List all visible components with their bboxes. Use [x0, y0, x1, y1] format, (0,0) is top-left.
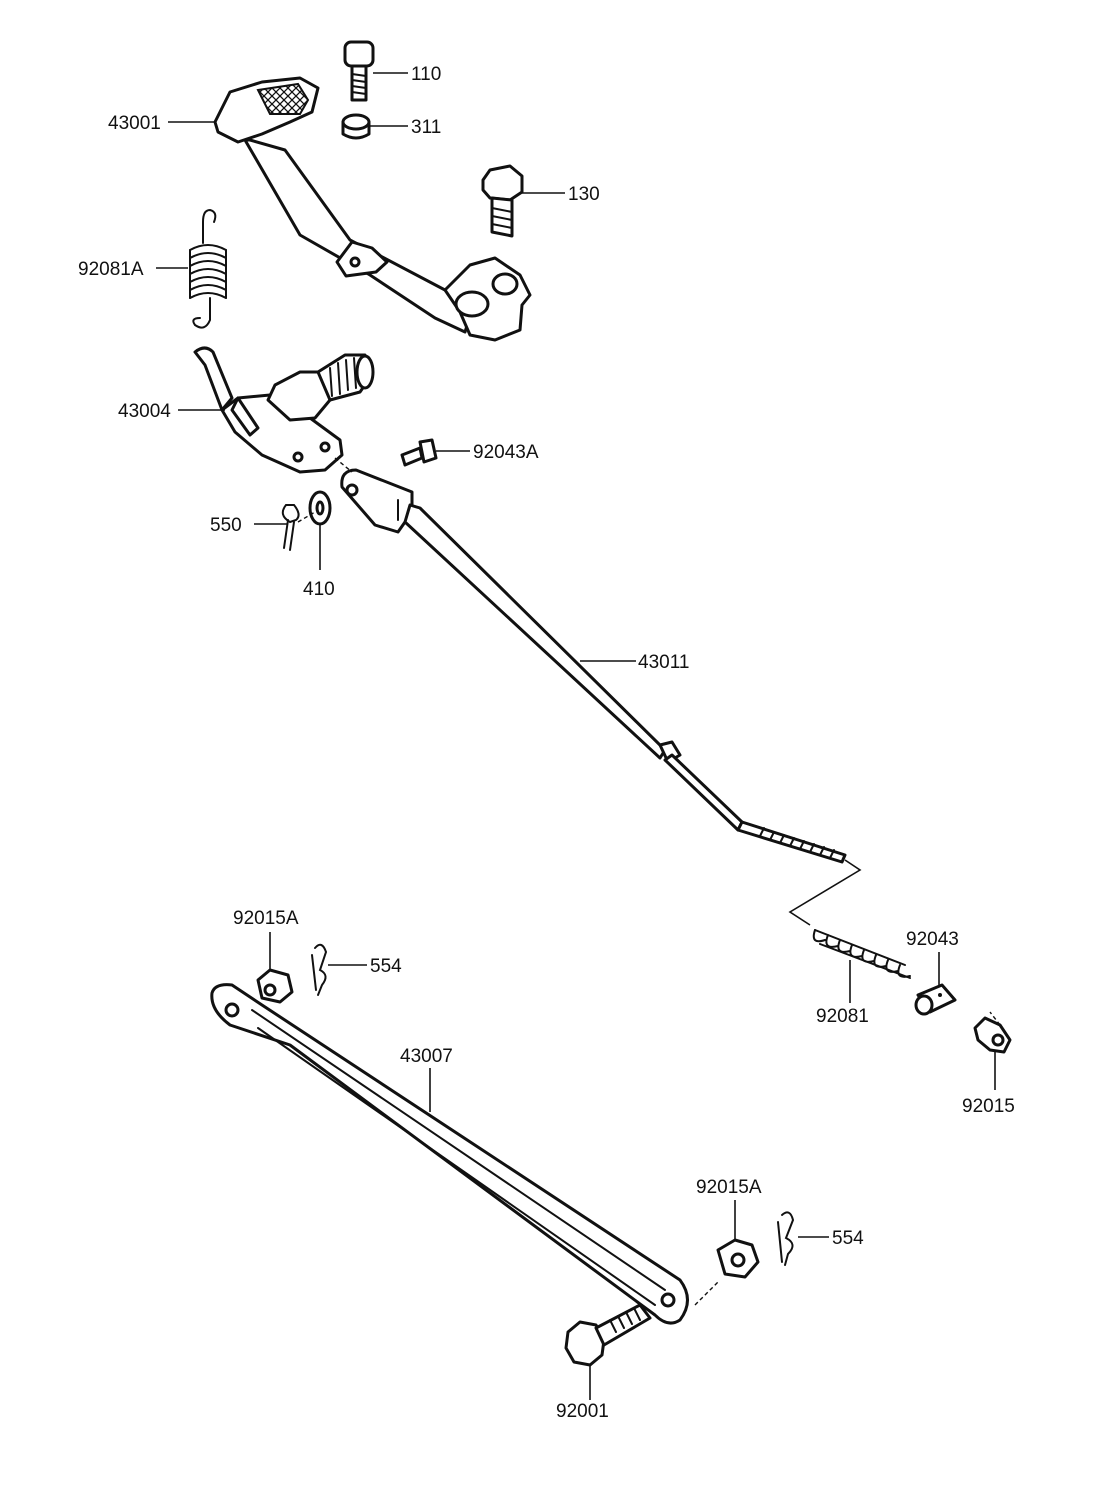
label-43007: 43007	[400, 1046, 453, 1067]
part-number-labels: 110 311 43001 130 92081A 43004 92043A 55…	[78, 64, 1015, 1422]
label-311: 311	[411, 117, 441, 138]
label-43011: 43011	[638, 652, 689, 673]
label-92043: 92043	[906, 929, 959, 950]
bolt-130	[481, 164, 524, 238]
label-550: 550	[210, 515, 242, 536]
label-410: 410	[303, 579, 335, 600]
leader-lines	[156, 72, 996, 1400]
pin-92043	[914, 983, 957, 1016]
label-43004: 43004	[118, 401, 171, 422]
clip-554-top	[311, 943, 328, 996]
label-43001: 43001	[108, 113, 161, 134]
nut-92015A-top	[256, 968, 294, 1004]
nut-92015A-bottom	[716, 1238, 760, 1279]
cotter-pin-550	[281, 504, 300, 551]
pin-92043A	[400, 438, 438, 467]
spring-92081A	[189, 208, 227, 329]
label-92015A-bottom: 92015A	[696, 1177, 762, 1198]
label-554-bottom: 554	[832, 1228, 864, 1249]
label-92081: 92081	[816, 1006, 869, 1027]
bolt-92001	[564, 1303, 652, 1367]
label-92001: 92001	[556, 1401, 609, 1422]
link-rod-43007	[210, 983, 689, 1325]
lever-shaft-43004	[193, 346, 375, 474]
spring-92081	[812, 929, 911, 979]
label-130: 130	[568, 184, 600, 205]
bolt-110	[343, 40, 375, 102]
label-554-top: 554	[370, 956, 402, 977]
label-92043A: 92043A	[473, 442, 539, 463]
washer-311	[341, 113, 371, 140]
label-92015: 92015	[962, 1096, 1015, 1117]
label-110: 110	[411, 64, 441, 85]
brake-rod-43011	[340, 468, 847, 864]
label-92015A-top: 92015A	[233, 908, 299, 929]
label-92081A: 92081A	[78, 259, 144, 280]
nut-92015	[973, 1016, 1012, 1054]
clip-554-bottom	[777, 1211, 795, 1266]
brake-pedal-43001	[213, 76, 532, 342]
washer-410	[308, 490, 332, 526]
